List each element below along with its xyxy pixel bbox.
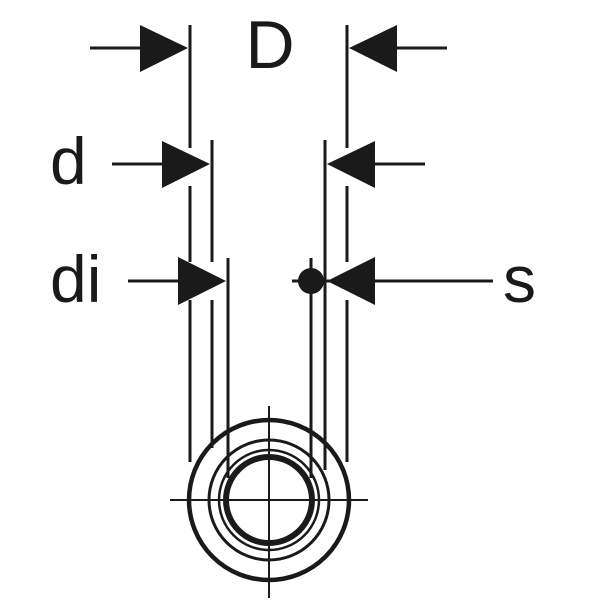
label-d: d xyxy=(50,124,87,198)
arrow-left-icon xyxy=(327,257,375,305)
label-di: di xyxy=(50,242,101,316)
extension-lines xyxy=(188,25,349,478)
pipe-inner-circle xyxy=(223,454,315,546)
dimension-di: di xyxy=(50,242,226,316)
pipe-middle-circle xyxy=(207,438,331,562)
arrow-right-icon xyxy=(140,25,188,72)
pipe-outer-circle xyxy=(186,417,352,583)
arrow-right-icon xyxy=(162,141,210,188)
label-D: D xyxy=(245,7,294,83)
pipe-ring-circle xyxy=(217,448,321,552)
arrow-right-icon xyxy=(178,257,226,305)
dimension-s: s xyxy=(292,242,536,316)
arrow-left-icon xyxy=(327,141,375,188)
label-s: s xyxy=(503,242,536,316)
dot-icon xyxy=(298,268,324,294)
arrow-left-icon xyxy=(349,25,397,72)
pipe-cross-section xyxy=(170,406,368,598)
dimension-d: d xyxy=(50,124,425,198)
dimension-D: D xyxy=(90,7,447,83)
